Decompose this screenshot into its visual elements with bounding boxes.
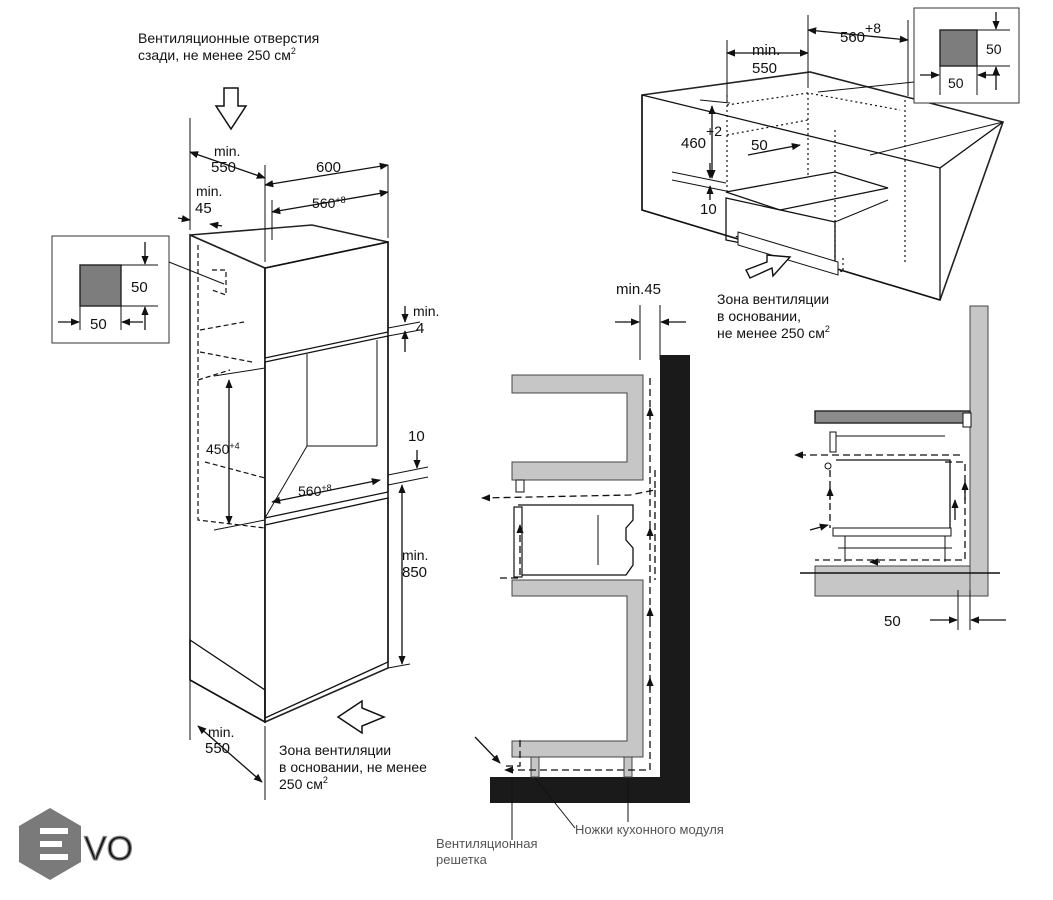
section-min45-label: min.45	[616, 281, 661, 298]
side-gap-min-label: min.	[196, 183, 222, 199]
min-height-min-label: min.	[402, 547, 428, 563]
grille-label-2: решетка	[436, 852, 488, 867]
right-arrow-icon	[745, 254, 792, 279]
base-vent-label-1: Зона вентиляции	[279, 742, 391, 758]
gap-4-label: 4	[416, 320, 424, 337]
wall-dim-10: 10	[700, 201, 717, 218]
side-gap-50-label: 50	[884, 613, 901, 630]
niche-width-label: 560+8	[298, 483, 332, 499]
gap-min-label: min.	[413, 303, 439, 319]
wall-dim-560: 560+8	[840, 20, 881, 46]
niche-height-label: 450+4	[206, 441, 240, 457]
wall-base-vent-1: Зона вентиляции	[717, 291, 829, 307]
top-depth-min-label: min.	[214, 143, 240, 159]
wall-dim-460: 460+2	[681, 123, 722, 152]
wall-inset-50-bottom: 50	[948, 75, 964, 91]
cabinet-side-panel	[189, 233, 266, 724]
min-height-850-label: 850	[402, 564, 427, 581]
section-wall	[490, 355, 690, 803]
legs-label: Ножки кухонного модуля	[575, 822, 724, 837]
inset-50-bottom-label: 50	[90, 316, 107, 333]
base-vent-label-3: 250 см2	[279, 775, 328, 792]
grille-label-1: Вентиляционная	[436, 836, 538, 851]
side-gap-45-label: 45	[195, 200, 212, 217]
rear-vent-label-2: сзади, не менее 250 см2	[138, 46, 296, 63]
inset-50-right-label: 50	[131, 279, 148, 296]
side-wall	[969, 305, 989, 597]
left-arrow-icon	[336, 699, 386, 735]
wall-dim-min: min.	[752, 42, 780, 59]
width-560-label: 560+8	[312, 195, 346, 211]
base-vent-label-2: в основании, не менее	[279, 759, 427, 775]
wall-vent-square	[939, 29, 978, 67]
bottom-depth-550-label: 550	[205, 740, 230, 757]
floor-gap-10-label: 10	[408, 428, 425, 445]
wall-unit-drawing: 560+8 min. 550 460+2 50 10 50 50 Зона ве	[641, 7, 1020, 341]
down-arrow-icon	[214, 87, 248, 131]
lower-cabinet	[511, 579, 644, 758]
wall-base-vent-2: в основании,	[717, 308, 801, 324]
vent-opening-square	[79, 264, 122, 307]
wall-inset-50-right: 50	[986, 41, 1002, 57]
wall-dim-550: 550	[752, 60, 777, 77]
logo: VO	[19, 808, 134, 880]
logo-text: VO	[84, 830, 133, 868]
side-view-drawing: 50	[794, 305, 1006, 630]
bottom-depth-min-label: min.	[208, 724, 234, 740]
section-view-drawing: min.45 Ножки кухонног	[436, 281, 724, 867]
rear-vent-label: Вентиляционные отверстия	[138, 30, 319, 46]
width-600-label: 600	[316, 159, 341, 176]
upper-cabinet	[511, 374, 644, 481]
wall-dim-50: 50	[751, 137, 768, 154]
tall-unit-drawing: Вентиляционные отверстия сзади, не менее…	[51, 30, 439, 800]
top-depth-value: 550	[211, 159, 236, 176]
wall-base-vent-3: не менее 250 см2	[717, 324, 830, 341]
